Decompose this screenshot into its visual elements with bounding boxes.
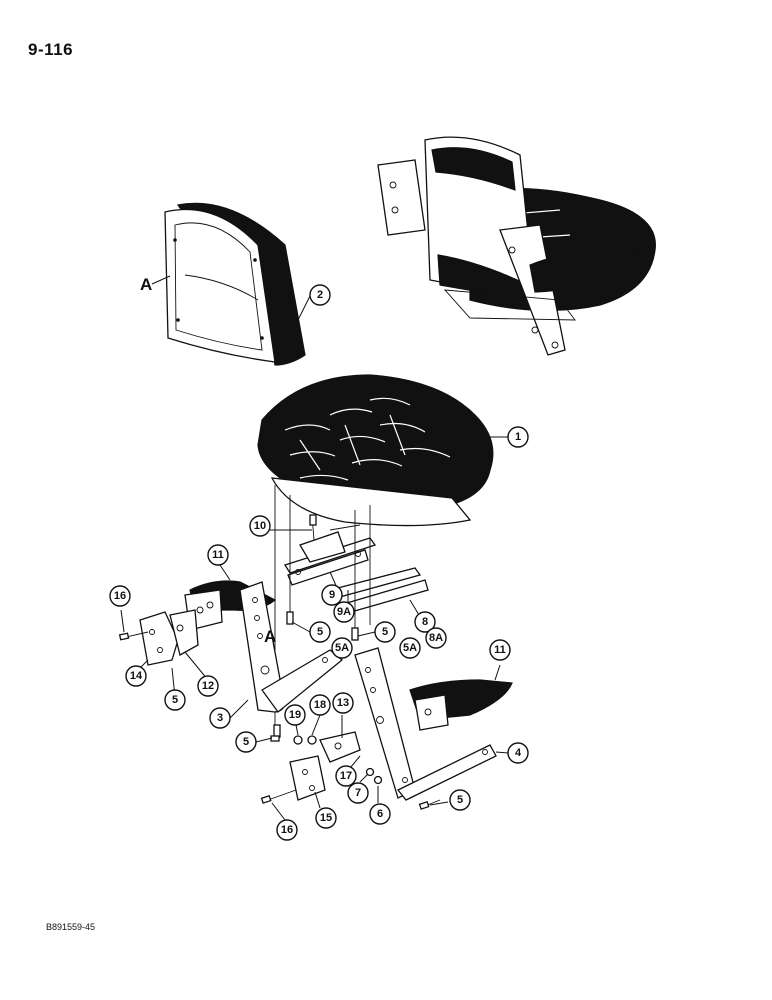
- callout-13: 13: [332, 692, 354, 714]
- slide-rails: [284, 514, 429, 615]
- svg-text:5: 5: [172, 694, 178, 706]
- svg-text:2: 2: [317, 289, 323, 301]
- assembly-lines: [274, 485, 371, 730]
- callout-9: 9: [321, 584, 343, 606]
- callout-19: 19: [284, 704, 306, 726]
- svg-text:9: 9: [329, 589, 335, 601]
- svg-text:9A: 9A: [337, 606, 351, 618]
- callout-16-bottom: 16: [276, 819, 298, 841]
- svg-text:1: 1: [515, 431, 521, 443]
- svg-text:14: 14: [130, 670, 143, 682]
- callout-16-top: 16: [109, 585, 131, 607]
- figure-code: B891559-45: [46, 922, 96, 932]
- callout-11-right: 11: [489, 639, 511, 661]
- recliner-hardware: [260, 731, 441, 810]
- callout-8a: 8A: [425, 627, 447, 649]
- svg-text:7: 7: [355, 787, 361, 799]
- callout-18: 18: [309, 694, 331, 716]
- svg-text:16: 16: [281, 824, 293, 836]
- callout-7: 7: [347, 782, 369, 804]
- backrest-cushion: [164, 202, 306, 366]
- svg-text:10: 10: [254, 520, 266, 532]
- callout-2: 2: [309, 284, 331, 306]
- svg-text:19: 19: [289, 709, 301, 721]
- callout-6: 6: [369, 803, 391, 825]
- seat-cushion: [257, 374, 494, 527]
- callout-8: 8: [414, 611, 436, 633]
- right-armrest: [409, 679, 513, 731]
- callout-10: 10: [249, 515, 271, 537]
- svg-text:12: 12: [202, 680, 214, 692]
- view-letter-a-backrest: A: [140, 275, 152, 294]
- svg-text:17: 17: [340, 770, 352, 782]
- svg-text:4: 4: [515, 747, 522, 759]
- callout-1: 1: [507, 426, 529, 448]
- view-letter-a-bracket: A: [264, 627, 276, 646]
- left-side-bracket: [239, 581, 359, 738]
- svg-text:5A: 5A: [335, 642, 349, 654]
- svg-text:6: 6: [377, 808, 383, 820]
- callout-5a-left: 5A: [331, 637, 353, 659]
- svg-text:11: 11: [212, 549, 224, 561]
- callout-5-e: 5: [449, 789, 471, 811]
- svg-text:16: 16: [114, 590, 126, 602]
- svg-text:5A: 5A: [403, 642, 417, 654]
- callout-4: 4: [507, 742, 529, 764]
- callout-5-b: 5: [374, 621, 396, 643]
- callout-5-d: 5: [235, 731, 257, 753]
- callout-11-left: 11: [207, 544, 229, 566]
- svg-text:8A: 8A: [429, 632, 443, 644]
- page-number: 9-116: [28, 40, 74, 59]
- svg-text:13: 13: [337, 697, 349, 709]
- callout-3: 3: [209, 707, 231, 729]
- svg-text:5: 5: [243, 736, 249, 748]
- callout-12: 12: [197, 675, 219, 697]
- svg-text:5: 5: [457, 794, 463, 806]
- svg-text:15: 15: [320, 812, 332, 824]
- svg-text:8: 8: [422, 616, 428, 628]
- callout-14: 14: [125, 665, 147, 687]
- svg-text:11: 11: [494, 644, 506, 656]
- callout-9a: 9A: [333, 601, 355, 623]
- armrest-brackets-left: [118, 609, 199, 666]
- assembled-seat-illustration: [377, 136, 656, 356]
- svg-text:5: 5: [382, 626, 388, 638]
- svg-text:5: 5: [317, 626, 323, 638]
- callout-5-c: 5: [164, 689, 186, 711]
- callout-5-a: 5: [309, 621, 331, 643]
- callout-17: 17: [335, 765, 357, 787]
- svg-text:3: 3: [217, 712, 223, 724]
- callout-15: 15: [315, 807, 337, 829]
- right-side-bracket: [354, 647, 497, 801]
- callout-5a-right: 5A: [399, 637, 421, 659]
- svg-text:18: 18: [314, 699, 326, 711]
